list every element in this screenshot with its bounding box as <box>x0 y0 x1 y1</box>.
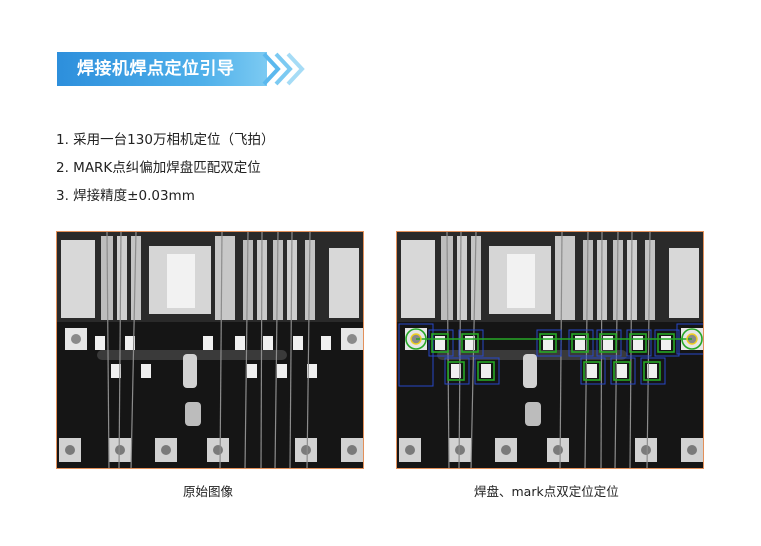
feature-item: 2. MARK点纠偏加焊盘匹配双定位 <box>56 160 261 176</box>
feature-list: 1. 采用一台130万相机定位（飞拍） 2. MARK点纠偏加焊盘匹配双定位 3… <box>56 126 274 210</box>
original-image-caption: 原始图像 <box>183 484 234 499</box>
located-image-caption: 焊盘、mark点双定位定位 <box>474 484 619 499</box>
located-image <box>396 231 704 469</box>
original-image <box>56 231 364 469</box>
feature-item: 1. 采用一台130万相机定位（飞拍） <box>56 132 275 148</box>
section-title: 焊接机焊点定位引导 <box>77 59 235 79</box>
section-banner: 焊接机焊点定位引导 <box>57 52 267 86</box>
feature-item: 3. 焊接精度±0.03mm <box>56 188 195 204</box>
chevron-arrows-icon <box>262 52 305 86</box>
